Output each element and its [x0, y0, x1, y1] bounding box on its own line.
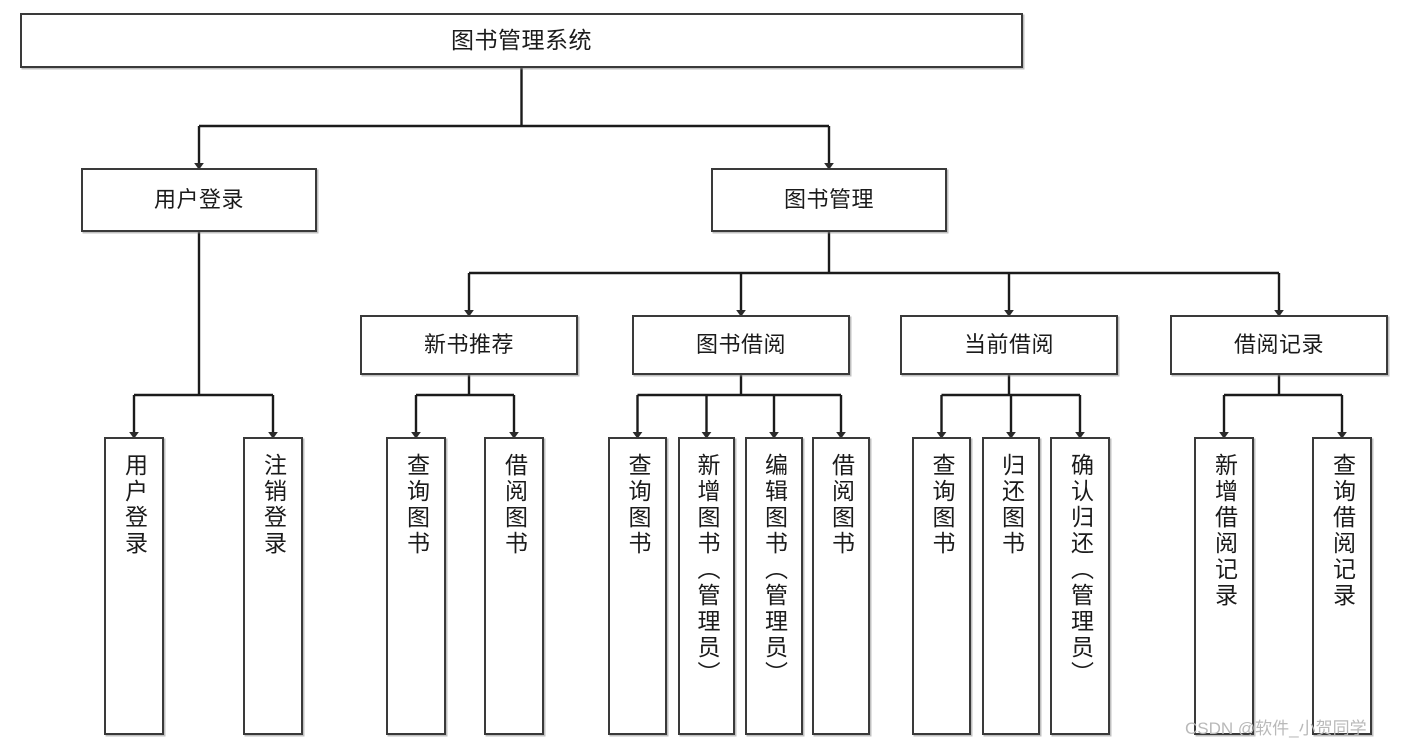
node-label-leaf-login-2: 注销登录	[260, 453, 287, 557]
node-label-leaf-borrow-1: 查询图书	[625, 453, 651, 557]
node-label-leaf-current-3: 确认归还（管理员）	[1067, 453, 1094, 687]
node-label-leaf-record-1: 新增借阅记录	[1211, 453, 1238, 609]
node-leaf-record-1[interactable]: 新增借阅记录	[1194, 437, 1254, 735]
node-label-borrow: 图书借阅	[695, 332, 786, 358]
node-label-login: 用户登录	[153, 187, 244, 213]
node-leaf-borrow-2[interactable]: 新增图书（管理员）	[678, 437, 735, 735]
node-leaf-login-1[interactable]: 用户登录	[104, 437, 164, 735]
node-leaf-current-1[interactable]: 查询图书	[912, 437, 971, 735]
node-leaf-borrow-1[interactable]: 查询图书	[608, 437, 667, 735]
node-leaf-current-3[interactable]: 确认归还（管理员）	[1050, 437, 1110, 735]
node-label-current: 当前借阅	[963, 332, 1054, 358]
node-leaf-newbook-2[interactable]: 借阅图书	[484, 437, 544, 735]
node-leaf-borrow-4[interactable]: 借阅图书	[812, 437, 870, 735]
node-label-leaf-borrow-2: 新增图书（管理员）	[694, 453, 720, 687]
node-login[interactable]: 用户登录	[81, 168, 317, 232]
node-label-leaf-newbook-1: 查询图书	[403, 453, 430, 557]
node-label-root: 图书管理系统	[451, 27, 592, 54]
node-borrow[interactable]: 图书借阅	[632, 315, 850, 375]
node-newbook[interactable]: 新书推荐	[360, 315, 578, 375]
node-leaf-login-2[interactable]: 注销登录	[243, 437, 303, 735]
node-label-record: 借阅记录	[1233, 332, 1324, 358]
node-record[interactable]: 借阅记录	[1170, 315, 1388, 375]
node-current[interactable]: 当前借阅	[900, 315, 1118, 375]
node-label-leaf-newbook-2: 借阅图书	[501, 453, 528, 557]
node-leaf-current-2[interactable]: 归还图书	[982, 437, 1040, 735]
node-label-leaf-login-1: 用户登录	[121, 453, 148, 557]
node-label-leaf-current-1: 查询图书	[929, 453, 955, 557]
node-label-newbook: 新书推荐	[423, 332, 514, 358]
node-label-bookmgmt: 图书管理	[783, 187, 874, 213]
node-root[interactable]: 图书管理系统	[20, 13, 1023, 68]
node-label-leaf-record-2: 查询借阅记录	[1329, 453, 1356, 609]
node-label-leaf-current-2: 归还图书	[998, 453, 1025, 557]
node-leaf-borrow-3[interactable]: 编辑图书（管理员）	[745, 437, 803, 735]
node-bookmgmt[interactable]: 图书管理	[711, 168, 947, 232]
node-label-leaf-borrow-3: 编辑图书（管理员）	[761, 453, 788, 687]
node-label-leaf-borrow-4: 借阅图书	[828, 453, 855, 557]
node-leaf-newbook-1[interactable]: 查询图书	[386, 437, 446, 735]
csdn-watermark: CSDN @软件_小贺同学	[1185, 719, 1367, 738]
node-leaf-record-2[interactable]: 查询借阅记录	[1312, 437, 1372, 735]
